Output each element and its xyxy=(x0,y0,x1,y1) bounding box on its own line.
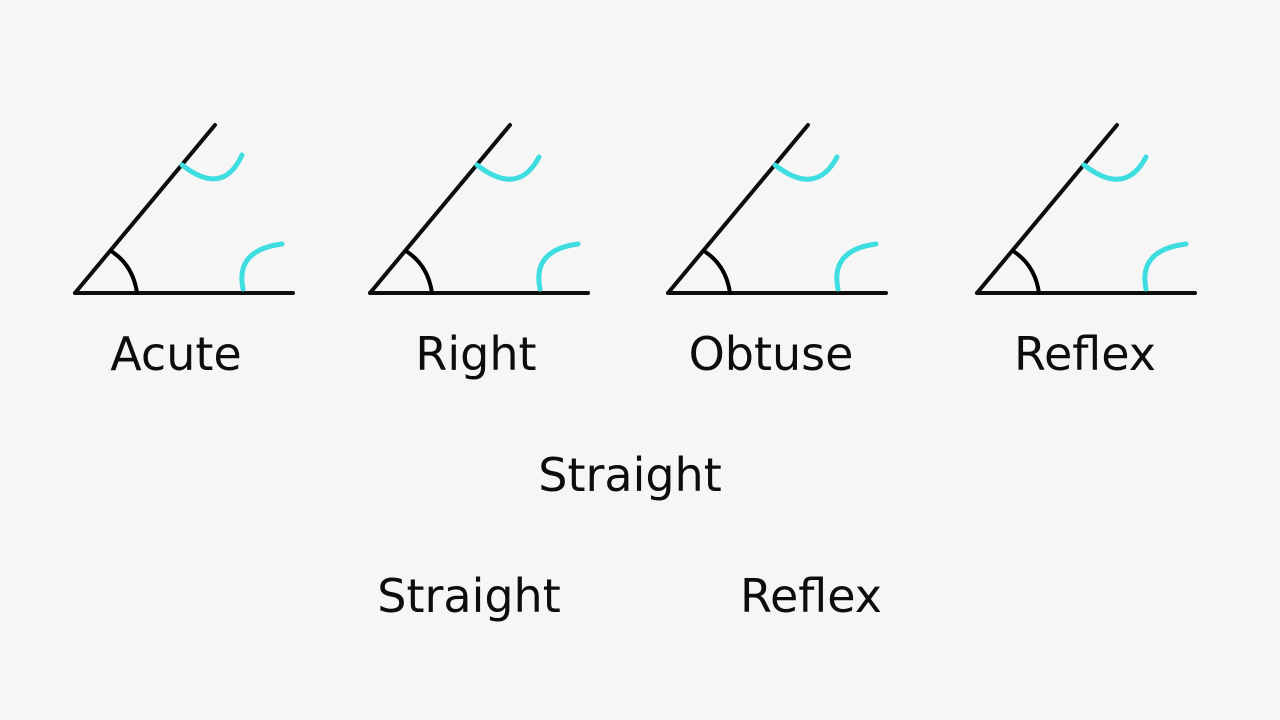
cyan-arc-top xyxy=(474,154,542,182)
angle-figure-obtuse xyxy=(666,123,888,295)
option-straight-left[interactable]: Straight xyxy=(377,569,561,623)
cyan-hook-bottom xyxy=(834,241,879,292)
angle-figure-acute xyxy=(73,123,295,295)
angle-arc xyxy=(1011,249,1041,295)
angle-arc xyxy=(109,249,139,295)
option-reflex-right[interactable]: Reflex xyxy=(740,569,882,623)
angle-figure-right xyxy=(368,123,590,295)
angle-ray-arm xyxy=(666,123,810,295)
cyan-hook-bottom xyxy=(536,241,581,292)
angle-label-right: Right xyxy=(415,327,537,381)
cyan-hook-bottom xyxy=(239,241,285,292)
angle-label-acute: Acute xyxy=(110,327,242,381)
cyan-arc-top xyxy=(772,154,840,182)
angle-ray-arm xyxy=(73,123,217,295)
cyan-hook-bottom xyxy=(1142,241,1189,292)
cyan-arc-top xyxy=(1081,154,1149,182)
cyan-arc-top xyxy=(179,152,245,182)
angle-arc xyxy=(702,249,732,295)
option-straight-center[interactable]: Straight xyxy=(538,448,722,502)
angle-ray-arm xyxy=(368,123,512,295)
angle-figure-reflex xyxy=(975,123,1197,295)
angle-label-reflex: Reflex xyxy=(1014,327,1156,381)
angle-label-obtuse: Obtuse xyxy=(688,327,854,381)
angle-arc xyxy=(404,249,434,295)
angle-ray-arm xyxy=(975,123,1119,295)
